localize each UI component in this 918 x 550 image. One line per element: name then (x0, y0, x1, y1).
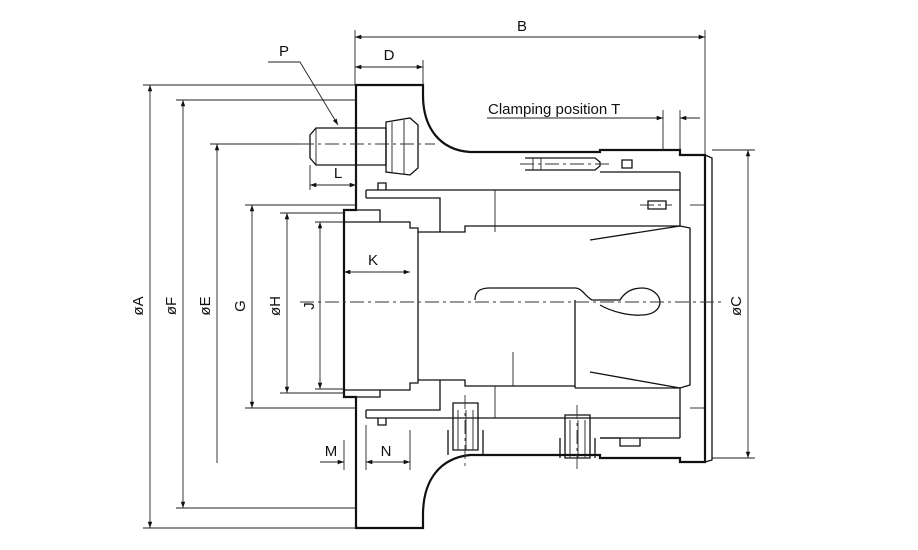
label-g: G (232, 300, 249, 312)
label-diameter-f: øF (163, 297, 180, 315)
dimension-lines (147, 34, 751, 528)
label-n: N (381, 443, 392, 460)
label-diameter-a: øA (130, 296, 147, 315)
body-outline (342, 83, 707, 530)
label-m: M (325, 443, 338, 460)
labels: B D P Clamping position T L K M N øA øF … (130, 18, 745, 460)
label-l: L (334, 165, 342, 182)
label-b: B (517, 18, 527, 35)
label-d: D (384, 47, 395, 64)
label-clamping-position: Clamping position T (488, 101, 620, 118)
extension-lines (143, 30, 755, 529)
label-diameter-c: øC (728, 296, 745, 316)
center-lines (300, 143, 725, 470)
label-k: K (368, 252, 378, 269)
bolt-p (309, 117, 419, 176)
label-diameter-e: øE (197, 296, 214, 315)
label-diameter-h: øH (267, 296, 284, 316)
label-p: P (279, 43, 289, 60)
label-j: J (301, 302, 318, 310)
inner-details (356, 150, 713, 463)
